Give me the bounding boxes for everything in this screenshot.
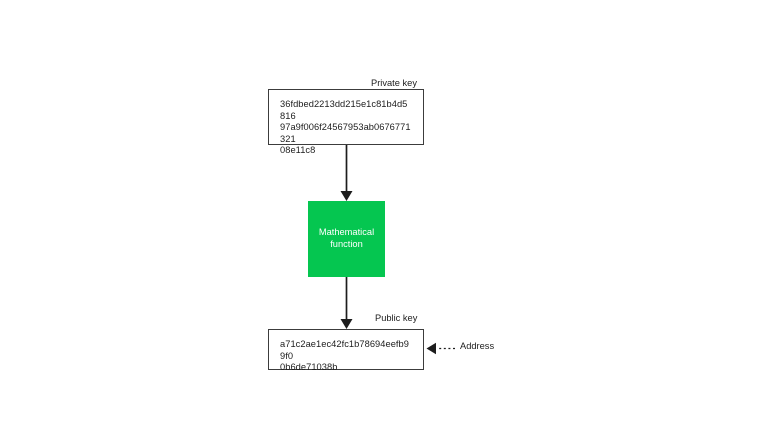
private-key-value: 36fdbed2213dd215e1c81b4d5816 97a9f006f24… (280, 99, 411, 156)
public-key-value: a71c2ae1ec42fc1b78694eefb99f0 0b6de71038… (280, 339, 409, 373)
mathematical-function-label: Mathematical function (318, 227, 375, 249)
mathematical-function-box: Mathematical function (308, 201, 385, 277)
connector-address-to-public-key (426, 342, 455, 355)
public-key-label: Public key (375, 313, 418, 323)
private-key-box: 36fdbed2213dd215e1c81b4d5816 97a9f006f24… (268, 89, 424, 155)
connector-function-to-public-key (340, 277, 353, 329)
public-key-box: a71c2ae1ec42fc1b78694eefb99f0 0b6de71038… (268, 329, 424, 372)
address-label: Address (460, 341, 495, 351)
private-key-label: Private key (371, 78, 417, 88)
